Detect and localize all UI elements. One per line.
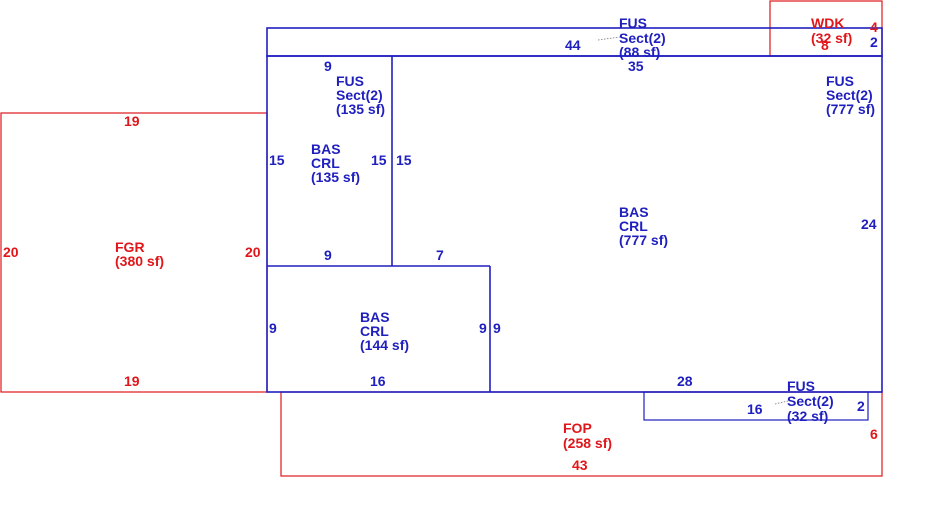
- area-label-bas-144: BAS CRL (144 sf): [360, 309, 409, 353]
- dim-right-9-b: 9: [493, 320, 501, 336]
- dim-fgr-left-20: 20: [3, 244, 19, 260]
- area-code: FGR: [115, 239, 145, 255]
- area-code: FUS: [619, 15, 647, 31]
- dim-mid-9: 9: [324, 247, 332, 263]
- area-size: (135 sf): [311, 169, 360, 185]
- fus-bottom-leader: [774, 400, 789, 405]
- area-code: FUS: [826, 73, 854, 89]
- area-label-bas-135: BAS CRL (135 sf): [311, 141, 360, 185]
- dim-left-9-lower: 9: [269, 320, 277, 336]
- dim-fop-6: 6: [870, 426, 878, 442]
- area-size: (777 sf): [826, 101, 875, 117]
- fus-top-leader: [597, 36, 621, 41]
- area-desc: Sect(2): [787, 393, 834, 409]
- area-code: WDK: [811, 15, 844, 31]
- dim-fus-bottom-16: 16: [747, 401, 763, 417]
- area-label-fgr: FGR (380 sf): [115, 239, 164, 269]
- area-size: (135 sf): [336, 101, 385, 117]
- area-desc: CRL: [360, 323, 389, 339]
- area-size: (32 sf): [811, 30, 852, 46]
- area-desc: Sect(2): [336, 87, 383, 103]
- area-label-bas-777: BAS CRL (777 sf): [619, 204, 668, 248]
- area-code: FUS: [787, 378, 815, 394]
- dim-mid-7: 7: [436, 247, 444, 263]
- dim-right-24: 24: [861, 216, 877, 232]
- area-code: BAS: [311, 141, 341, 157]
- area-label-fus-top: FUS Sect(2) (88 sf): [619, 15, 666, 60]
- area-size: (258 sf): [563, 435, 612, 451]
- area-code: BAS: [619, 204, 649, 220]
- dim-left-15: 15: [269, 152, 285, 168]
- dim-fop-43: 43: [572, 457, 588, 473]
- area-size: (144 sf): [360, 337, 409, 353]
- area-desc: CRL: [311, 155, 340, 171]
- main-building-outline: [266, 55, 883, 393]
- dim-bottom-16: 16: [370, 373, 386, 389]
- area-label-wdk: WDK (32 sf): [811, 15, 852, 46]
- dim-fgr-bottom-19: 19: [124, 373, 140, 389]
- area-size: (380 sf): [115, 253, 164, 269]
- area-label-fop: FOP (258 sf): [563, 420, 612, 451]
- dim-top-35: 35: [628, 58, 644, 74]
- dim-fus-bottom-2: 2: [857, 398, 865, 414]
- area-desc: CRL: [619, 218, 648, 234]
- area-code: BAS: [360, 309, 390, 325]
- area-label-fus-777: FUS Sect(2) (777 sf): [826, 73, 875, 117]
- area-code: FOP: [563, 420, 592, 436]
- area-desc: Sect(2): [826, 87, 873, 103]
- dim-right-9-a: 9: [479, 320, 487, 336]
- dim-bottom-28: 28: [677, 373, 693, 389]
- area-code: FUS: [336, 73, 364, 89]
- dim-mid-15-left: 15: [371, 152, 387, 168]
- dim-left-9-top: 9: [324, 58, 332, 74]
- fus-bottom-outline: [643, 391, 869, 421]
- dim-fus-top-width: 44: [565, 37, 581, 53]
- dim-fus-top-height: 2: [870, 34, 878, 50]
- area-size: (88 sf): [619, 44, 660, 60]
- dim-wdk-height: 4: [870, 19, 878, 35]
- dim-wdk-width: 8: [821, 37, 829, 53]
- dim-fgr-top-19: 19: [124, 113, 140, 129]
- area-desc: Sect(2): [619, 30, 666, 46]
- area-label-fus-bottom: FUS Sect(2) (32 sf): [787, 378, 834, 424]
- area-size: (32 sf): [787, 408, 828, 424]
- area-size: (777 sf): [619, 232, 668, 248]
- dim-fgr-right-20: 20: [245, 244, 261, 260]
- area-label-fus-135: FUS Sect(2) (135 sf): [336, 73, 385, 117]
- dim-mid-15-right: 15: [396, 152, 412, 168]
